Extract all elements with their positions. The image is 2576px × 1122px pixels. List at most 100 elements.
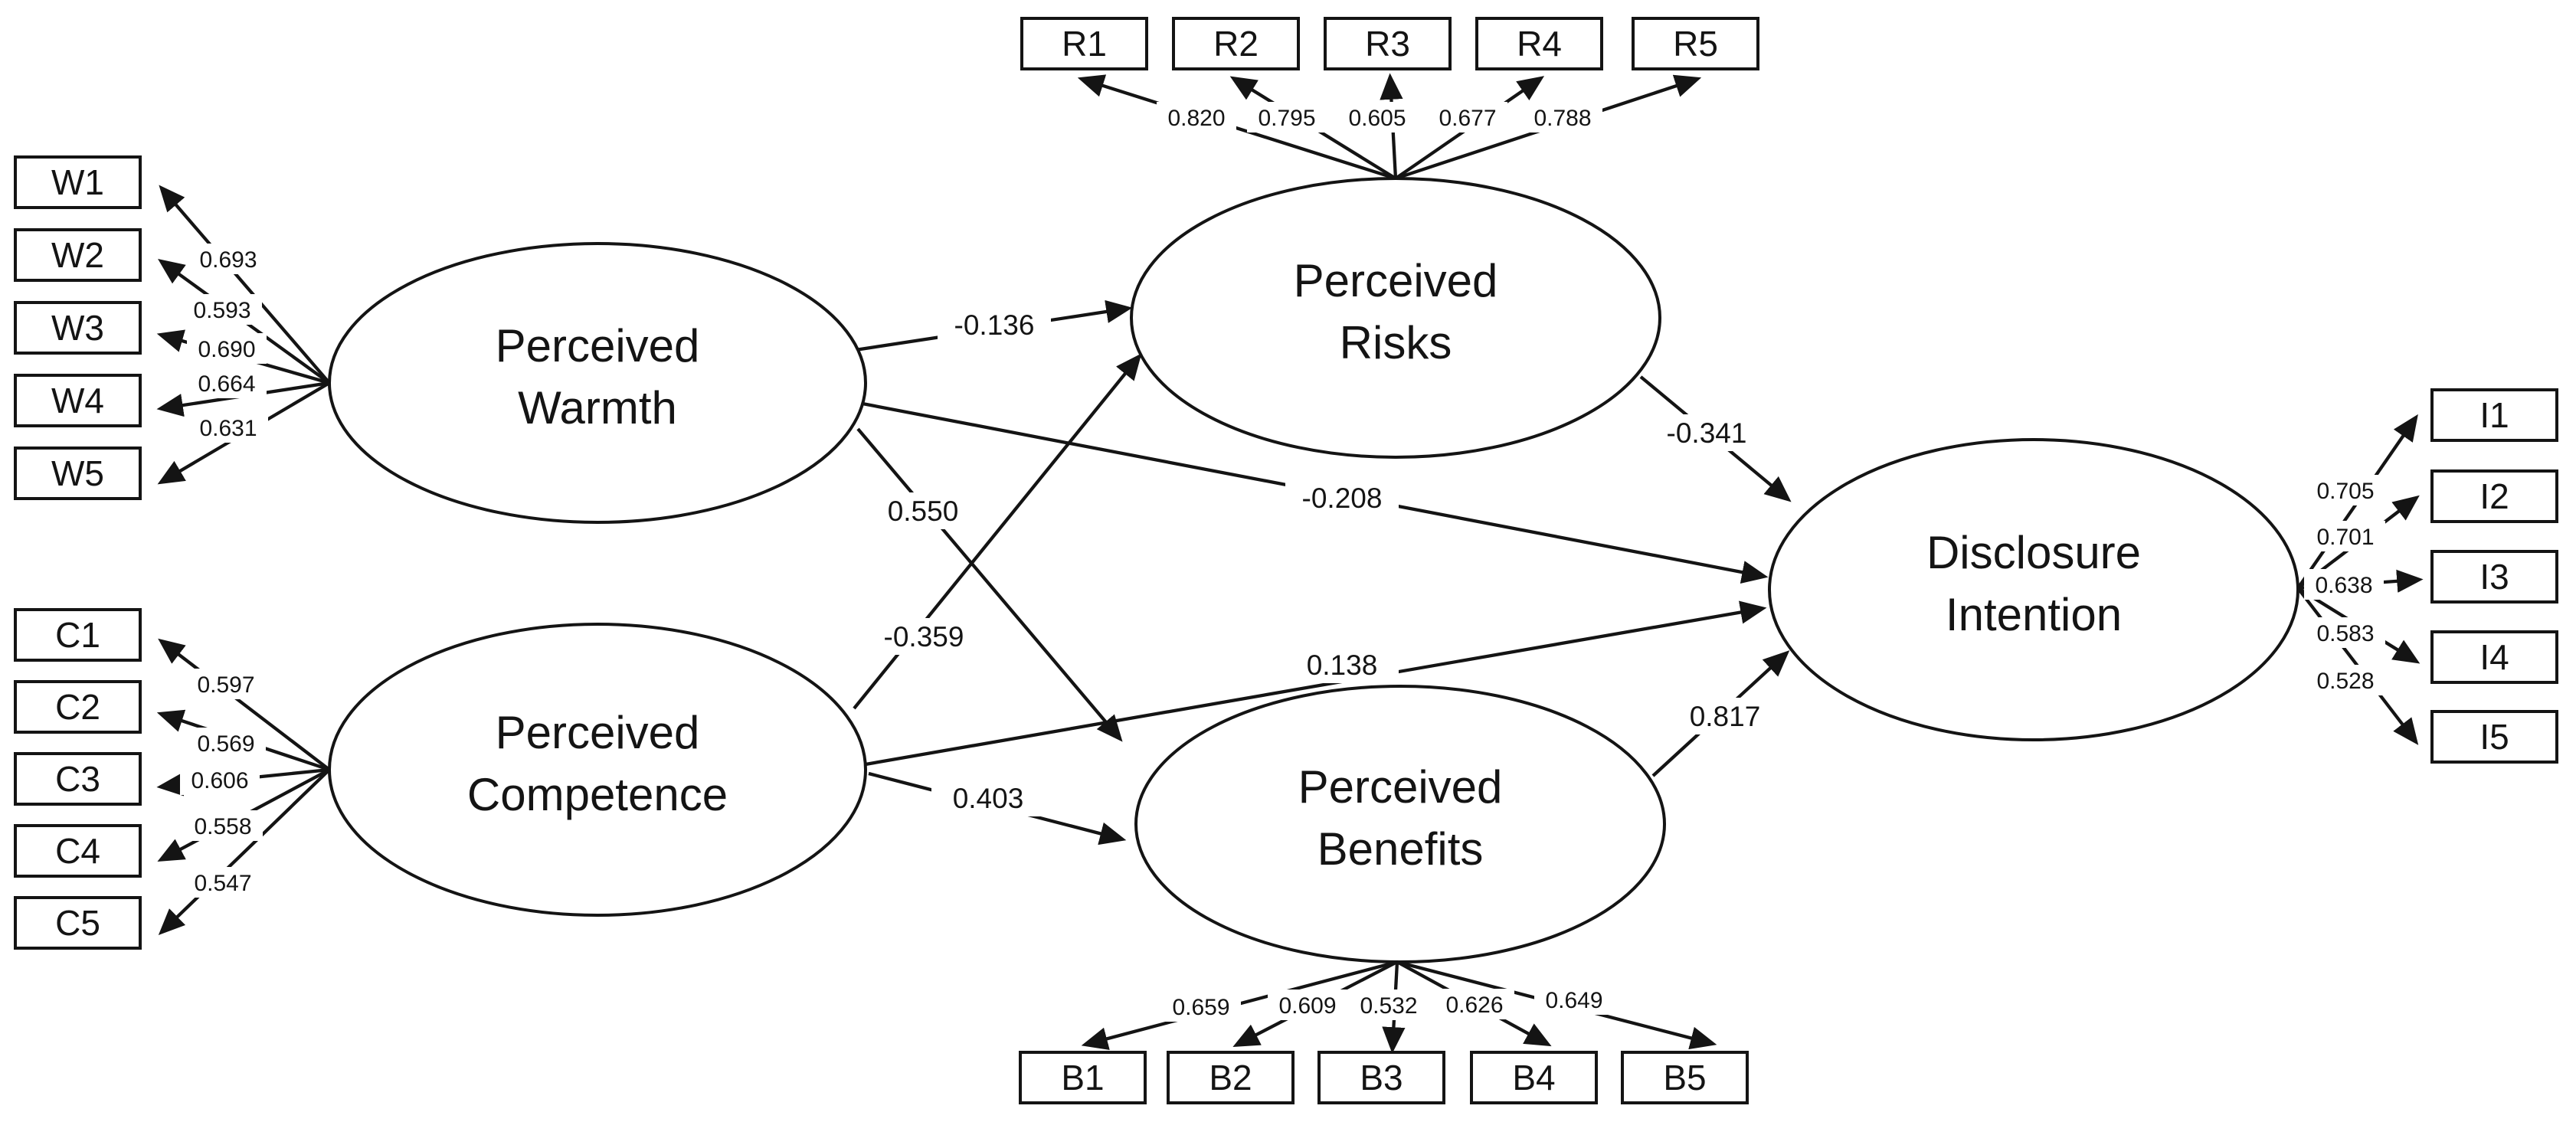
latent-label-perceived-competence-line1: Perceived bbox=[496, 707, 700, 758]
indicator-label-B1: B1 bbox=[1061, 1058, 1104, 1097]
indicator-box-R4 bbox=[1475, 17, 1603, 70]
loading-value-R2: 0.795 bbox=[1258, 106, 1315, 131]
path-value-warmth-benefits: 0.550 bbox=[888, 496, 959, 527]
loading-halo-W4 bbox=[187, 368, 267, 398]
indicator-box-I1 bbox=[2430, 388, 2558, 442]
loading-halo-R4 bbox=[1428, 102, 1507, 132]
path-value-competence-risks: -0.359 bbox=[884, 621, 964, 653]
path-value-warmth-intention: -0.208 bbox=[1302, 482, 1383, 514]
loading-value-W2: 0.593 bbox=[193, 298, 250, 323]
latent-label-perceived-warmth-line2: Warmth bbox=[518, 382, 677, 433]
loading-value-I1: 0.705 bbox=[2316, 479, 2374, 504]
loading-value-C1: 0.597 bbox=[197, 672, 254, 698]
path-halo-risks-intention bbox=[1650, 414, 1763, 451]
indicator-label-I3: I3 bbox=[2479, 557, 2509, 597]
loading-value-W3: 0.690 bbox=[198, 337, 255, 362]
indicator-label-I5: I5 bbox=[2479, 717, 2509, 757]
indicator-label-C4: C4 bbox=[55, 831, 100, 871]
loading-halo-I3 bbox=[2304, 569, 2384, 600]
indicator-label-C5: C5 bbox=[55, 903, 100, 943]
indicator-box-W3 bbox=[14, 301, 142, 355]
path-value-benefits-intention: 0.817 bbox=[1690, 701, 1761, 732]
path-halo-warmth-risks bbox=[938, 306, 1051, 343]
indicator-box-B5 bbox=[1621, 1051, 1749, 1104]
indicator-label-C3: C3 bbox=[55, 759, 100, 799]
indicator-box-R1 bbox=[1020, 17, 1148, 70]
indicator-label-W1: W1 bbox=[51, 162, 104, 202]
latent-label-perceived-benefits-line2: Benefits bbox=[1317, 823, 1484, 875]
path-arrow-competence-intention bbox=[865, 600, 1767, 767]
loading-halo-B1 bbox=[1161, 991, 1241, 1022]
path-halo-benefits-intention bbox=[1668, 698, 1782, 734]
loading-value-B3: 0.532 bbox=[1360, 993, 1417, 1019]
loading-halo-B3 bbox=[1349, 990, 1429, 1020]
indicator-box-R5 bbox=[1632, 17, 1759, 70]
loading-halo-R5 bbox=[1523, 102, 1602, 132]
indicator-box-B1 bbox=[1019, 1051, 1147, 1104]
indicator-box-I3 bbox=[2430, 550, 2558, 604]
path-value-competence-intention: 0.138 bbox=[1307, 649, 1378, 681]
loading-halo-W5 bbox=[188, 412, 268, 443]
loading-halo-W2 bbox=[182, 294, 262, 325]
path-halo-competence-risks bbox=[867, 618, 980, 655]
loading-arrow-I5 bbox=[2296, 587, 2419, 745]
indicator-label-C1: C1 bbox=[55, 615, 100, 655]
indicator-box-I2 bbox=[2430, 469, 2558, 523]
loading-halo-I5 bbox=[2306, 665, 2385, 695]
loading-value-C4: 0.558 bbox=[194, 814, 251, 839]
loading-halo-C3 bbox=[180, 764, 260, 795]
loading-value-C3: 0.606 bbox=[191, 768, 248, 793]
loading-value-W4: 0.664 bbox=[198, 371, 255, 397]
loading-halo-B5 bbox=[1534, 984, 1614, 1015]
latent-label-perceived-risks-line1: Perceived bbox=[1294, 255, 1498, 306]
indicator-box-B2 bbox=[1167, 1051, 1295, 1104]
path-value-warmth-risks: -0.136 bbox=[954, 309, 1035, 341]
indicator-label-R4: R4 bbox=[1517, 24, 1562, 64]
indicator-box-C1 bbox=[14, 608, 142, 662]
loading-halo-C2 bbox=[186, 728, 266, 758]
indicator-box-I5 bbox=[2430, 710, 2558, 764]
loading-halo-B4 bbox=[1435, 989, 1514, 1019]
indicator-box-W1 bbox=[14, 155, 142, 209]
indicator-label-R2: R2 bbox=[1213, 24, 1259, 64]
loading-halo-W3 bbox=[187, 333, 267, 364]
loading-halo-C5 bbox=[183, 867, 263, 898]
value-labels-layer: 0.6930.5930.6900.6640.6310.5970.5690.606… bbox=[180, 102, 2385, 1022]
indicator-label-R5: R5 bbox=[1673, 24, 1718, 64]
latent-label-perceived-risks-line2: Risks bbox=[1340, 317, 1452, 368]
path-halo-warmth-intention bbox=[1285, 479, 1399, 516]
loading-value-B2: 0.609 bbox=[1278, 993, 1336, 1019]
loading-value-R1: 0.820 bbox=[1167, 106, 1225, 131]
loading-value-C5: 0.547 bbox=[194, 871, 251, 896]
indicator-box-W2 bbox=[14, 228, 142, 282]
indicator-box-C4 bbox=[14, 824, 142, 878]
indicator-label-W4: W4 bbox=[51, 381, 104, 420]
loading-value-I5: 0.528 bbox=[2316, 669, 2374, 694]
latent-label-perceived-competence-line2: Competence bbox=[467, 769, 728, 820]
loading-halo-I1 bbox=[2306, 475, 2385, 505]
indicator-label-W5: W5 bbox=[51, 453, 104, 493]
loading-value-I4: 0.583 bbox=[2316, 621, 2374, 646]
indicator-box-I4 bbox=[2430, 630, 2558, 684]
loading-halo-C1 bbox=[186, 669, 266, 699]
path-value-competence-benefits: 0.403 bbox=[953, 783, 1024, 814]
indicator-label-B4: B4 bbox=[1512, 1058, 1555, 1097]
loading-arrow-W1 bbox=[159, 185, 331, 384]
latent-label-perceived-warmth-line1: Perceived bbox=[496, 320, 700, 371]
indicator-label-B3: B3 bbox=[1360, 1058, 1403, 1097]
path-halo-competence-benefits bbox=[931, 780, 1045, 816]
loading-arrow-C5 bbox=[158, 768, 331, 935]
loading-halo-I4 bbox=[2306, 617, 2385, 648]
indicator-box-W4 bbox=[14, 374, 142, 427]
loading-halo-R2 bbox=[1247, 102, 1327, 132]
loading-halo-R3 bbox=[1337, 102, 1417, 132]
path-arrow-warmth-benefits bbox=[856, 427, 1123, 742]
indicator-box-R2 bbox=[1172, 17, 1300, 70]
loading-value-W5: 0.631 bbox=[199, 416, 257, 441]
loading-halo-I2 bbox=[2306, 521, 2385, 551]
loading-value-I3: 0.638 bbox=[2315, 573, 2372, 598]
latent-label-perceived-benefits-line1: Perceived bbox=[1298, 761, 1503, 813]
loading-arrow-R1 bbox=[1077, 74, 1396, 181]
